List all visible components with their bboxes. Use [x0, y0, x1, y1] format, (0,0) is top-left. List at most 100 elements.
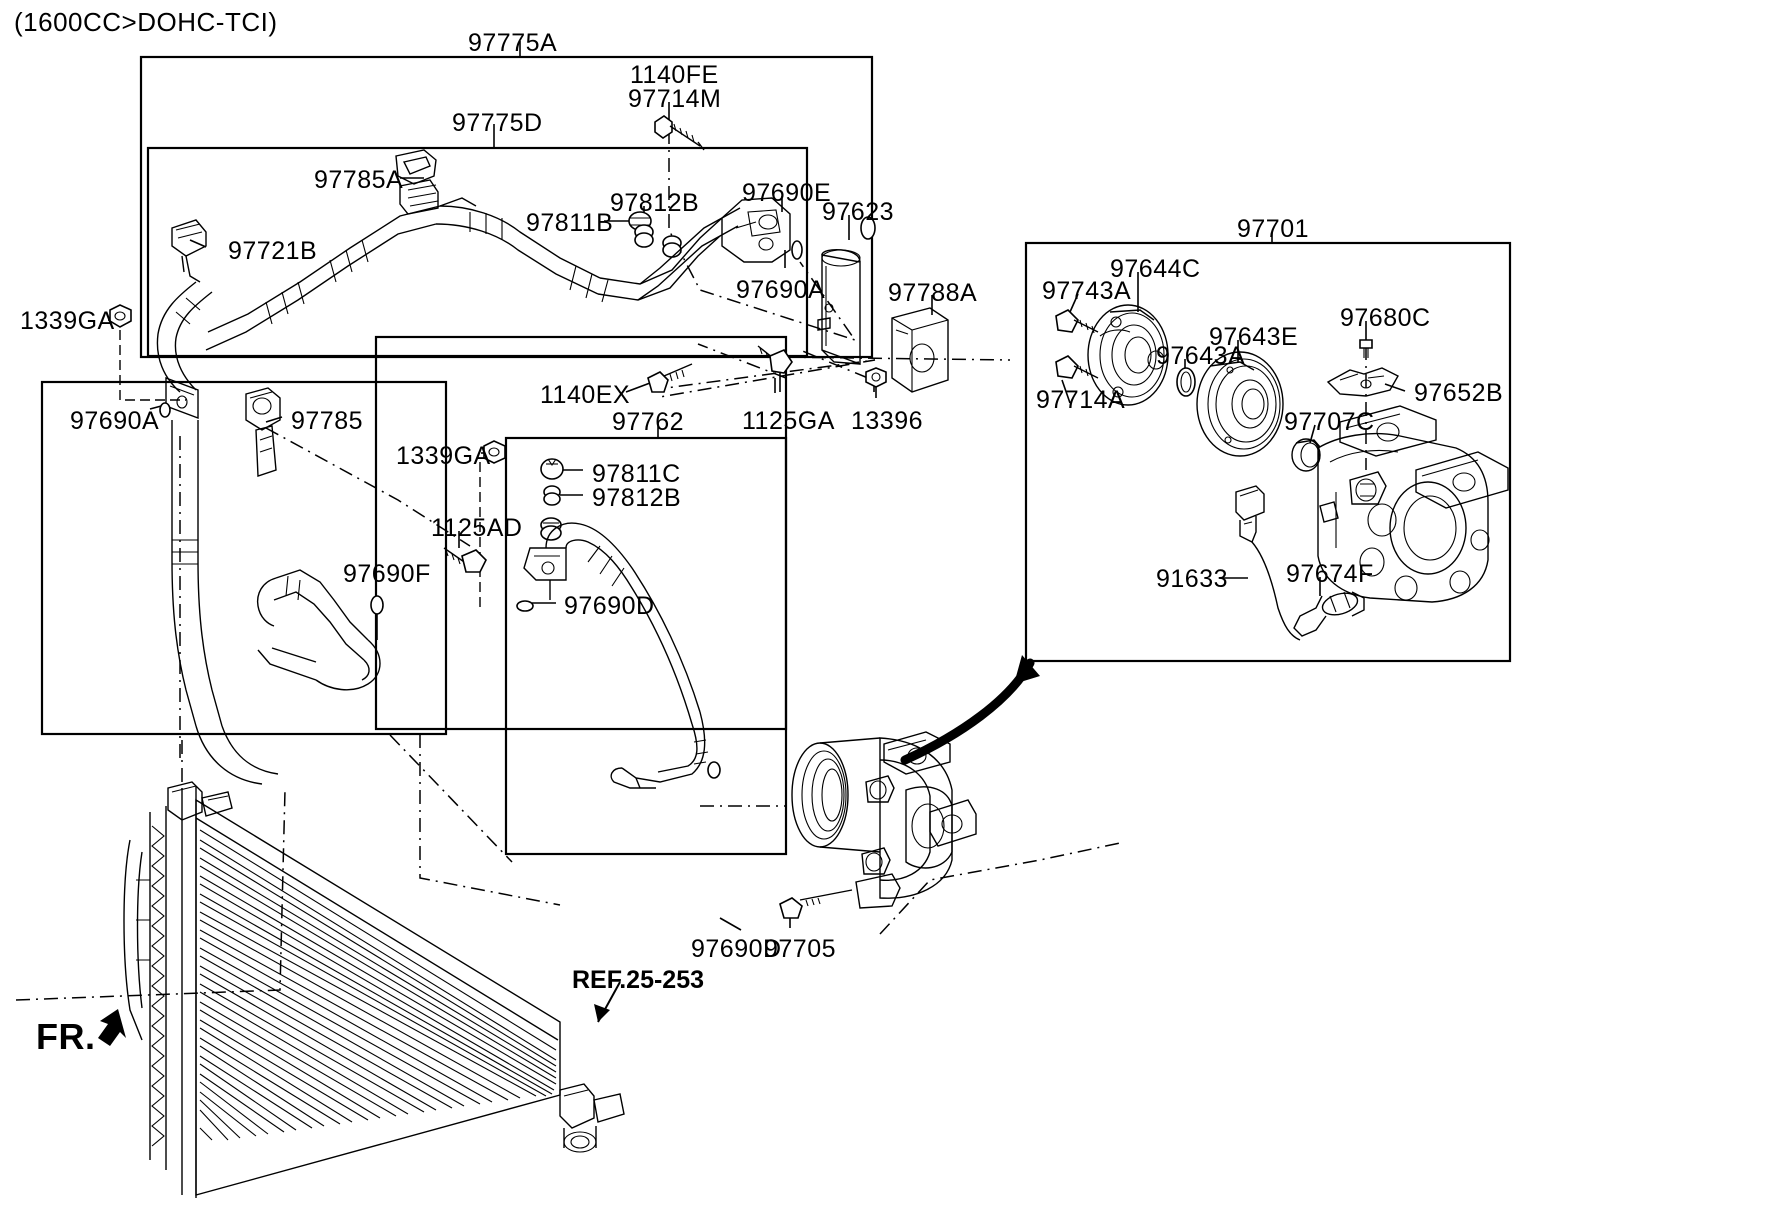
- part-label-97811B: 97811B: [526, 209, 614, 237]
- part-label-97775A: 97775A: [468, 29, 558, 57]
- part-label-97721B: 97721B: [228, 237, 318, 265]
- part-97643E-pulley: [1196, 351, 1284, 457]
- part-97623-drier: [817, 249, 861, 366]
- part-97811C-grommet: [540, 458, 564, 480]
- part-1125AD-bolt: [443, 547, 487, 573]
- phantom-left-lower: [419, 734, 561, 906]
- leader-97743A: [1069, 293, 1079, 313]
- part-label-97762: 97762: [612, 408, 685, 436]
- fitting-block-upper: [721, 197, 791, 263]
- part-97775D-tubes: [205, 197, 723, 351]
- part-label-1339GA-left: 1339GA: [20, 307, 115, 335]
- part-97690E-oring: [860, 216, 876, 240]
- part-1140EX-bolt: [647, 363, 693, 393]
- ref-arrow: [594, 981, 621, 1023]
- part-label-1339GA-mid: 1339GA: [396, 442, 491, 470]
- part-label-97714A: 97714A: [1036, 386, 1126, 414]
- phantom-bottom-left: [15, 789, 286, 1001]
- part-13396-nut: [865, 367, 887, 398]
- part-1339GA-nut-1: [109, 304, 132, 328]
- part-97788A-cover: [891, 307, 949, 393]
- group-box-97775D: [146, 146, 809, 358]
- part-label-97812B-lower: 97812B: [592, 484, 682, 512]
- part-97812B-bushing-1: [634, 224, 654, 248]
- part-label-97775D: 97775D: [452, 109, 543, 137]
- part-label-1140FE: 1140FE: [630, 61, 719, 89]
- group-box-97762-inner: [504, 436, 788, 856]
- phantom-97785-to-bolt: [265, 427, 471, 547]
- part-1125GA-bolt: [757, 345, 793, 392]
- phantom-upper-cross-a: [699, 355, 1011, 361]
- phantom-1339GA-1: [119, 330, 186, 401]
- part-label-97690D-upper: 97690D: [564, 592, 655, 620]
- part-label-97785: 97785: [291, 407, 364, 435]
- part-label-97785A: 97785A: [314, 166, 404, 194]
- left-hose-assembly: [156, 281, 279, 785]
- leader-97652B: [1384, 383, 1406, 392]
- pipe-tank-upper: [637, 207, 741, 301]
- part-label-97680C: 97680C: [1340, 304, 1431, 332]
- part-97674F-protector: [1293, 591, 1365, 637]
- part-97785-clamp: [245, 387, 281, 477]
- part-label-91633: 91633: [1156, 565, 1229, 593]
- phantom-cross-b: [650, 359, 876, 398]
- part-97714A-bolt: [1055, 355, 1099, 379]
- diagram-title: (1600CC>DOHC-TCI): [14, 7, 278, 37]
- reference-note: REF.25-253: [572, 966, 705, 994]
- phantom-13396-2: [799, 349, 869, 379]
- part-97785A-bracket: [395, 149, 439, 215]
- part-label-97701: 97701: [1237, 215, 1310, 243]
- part-label-97652B: 97652B: [1414, 379, 1504, 407]
- fr-arrow: [98, 1009, 126, 1046]
- part-label-97643E: 97643E: [1209, 323, 1299, 351]
- part-label-97690A-upper: 97690A: [736, 276, 826, 304]
- leader-97721B: [189, 239, 207, 248]
- part-97652B-bracket: [1326, 367, 1399, 397]
- part-label-97690A-left: 97690A: [70, 407, 160, 435]
- part-97721B-switch: [171, 219, 207, 283]
- part-label-97788A: 97788A: [888, 279, 978, 307]
- group-box-97701: [1024, 241, 1512, 663]
- part-label-97643A: 97643A: [1156, 342, 1246, 370]
- part-97762-hose: [516, 522, 721, 789]
- part-condenser: [123, 781, 625, 1198]
- leader-97690D-2: [719, 917, 742, 931]
- part-97812B-bushing-1b: [662, 235, 682, 258]
- part-label-97690F: 97690F: [343, 560, 431, 588]
- part-label-97743A: 97743A: [1042, 277, 1132, 305]
- part-label-97623: 97623: [822, 198, 895, 226]
- part-1140FE-bolt: [654, 115, 705, 151]
- compressor-lower: [779, 731, 977, 919]
- part-91633-connector: [1235, 485, 1301, 641]
- part-97812B-bushing-2: [543, 485, 561, 506]
- part-97707C-seal: [1291, 438, 1321, 472]
- part-97643A-snapring: [1176, 367, 1196, 397]
- part-label-1125AD: 1125AD: [431, 514, 523, 542]
- part-label-97707C: 97707C: [1284, 408, 1375, 436]
- part-97680C-bolt: [1359, 339, 1373, 358]
- part-label-97811C: 97811C: [592, 460, 681, 488]
- part-label-97644C: 97644C: [1110, 255, 1201, 283]
- part-97690F-elbow: [256, 569, 384, 691]
- part-label-1125GA: 1125GA: [742, 407, 835, 435]
- part-1339GA-nut-2: [483, 440, 506, 464]
- part-label-97690D-lower: 97690D: [691, 935, 782, 963]
- leader-97714A: [1061, 379, 1071, 404]
- part-label-13396: 13396: [851, 407, 924, 435]
- part-label-97674F: 97674F: [1286, 560, 1374, 588]
- phantom-compressor-ref: [879, 842, 1121, 935]
- part-97690A-oring-1: [791, 240, 803, 260]
- part-97743A-bolt: [1055, 309, 1099, 334]
- compressor-body-right: [1317, 405, 1509, 603]
- part-97812B-bushing-2b: [540, 517, 562, 541]
- part-label-97690E: 97690E: [742, 179, 832, 207]
- part-label-97714M: 97714M: [628, 85, 722, 113]
- callout-arrow-head: [1014, 655, 1040, 684]
- phantom-left-to-97762: [389, 734, 513, 863]
- part-97644C-fieldcoil: [1087, 304, 1169, 406]
- part-label-97812B-upper: 97812B: [610, 189, 700, 217]
- part-label-1140EX: 1140EX: [540, 381, 631, 409]
- leader-1140EX: [625, 382, 651, 393]
